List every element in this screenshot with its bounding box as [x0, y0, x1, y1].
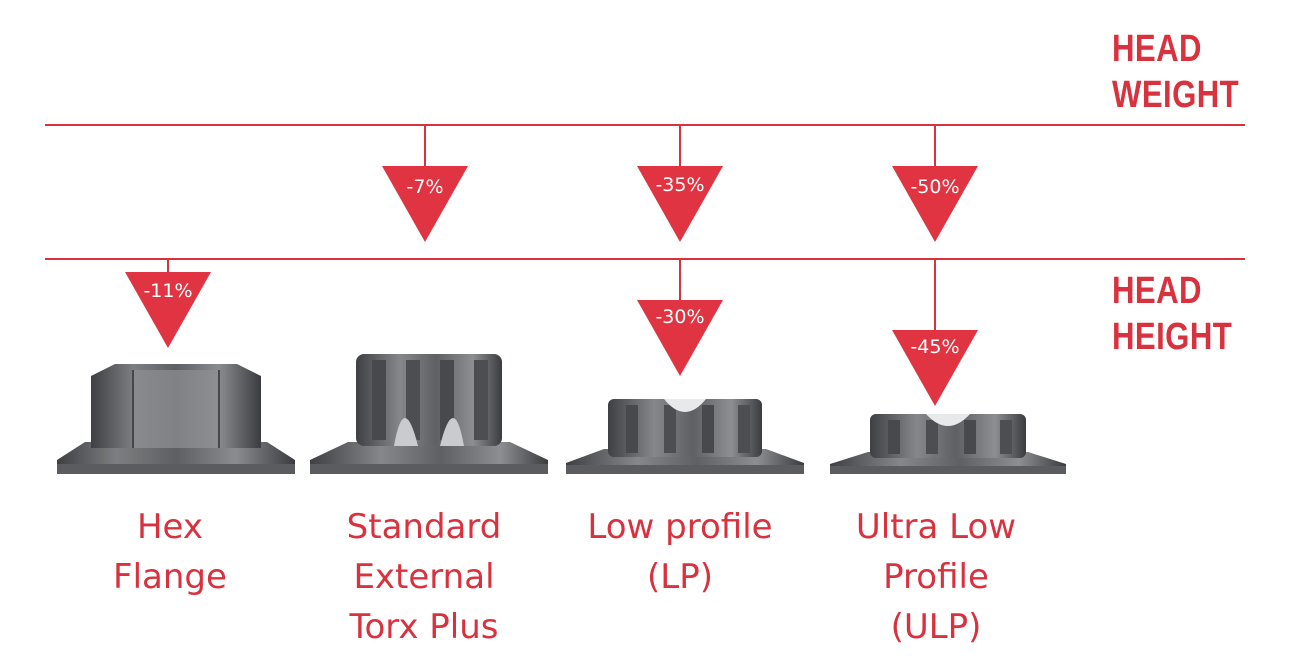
head-height-label: HEAD HEIGHT — [1112, 270, 1233, 358]
height-change-hex: -11% — [143, 280, 193, 302]
torx-plus-head-icon — [310, 354, 548, 474]
fastener-name-hex-flange: Hex Flange — [113, 507, 227, 597]
hex-flange-head-icon — [57, 364, 295, 474]
weight-connector-standard — [424, 125, 426, 167]
height-change-lp: -30% — [655, 306, 705, 328]
ultra-low-profile-head-icon — [830, 414, 1066, 474]
weight-change-standard: -7% — [406, 176, 444, 198]
height-connector-ulp — [934, 259, 936, 331]
weight-change-ulp: -50% — [910, 176, 960, 198]
height-connector-lp — [679, 259, 681, 301]
height-connector-hex — [167, 259, 169, 273]
head-weight-label: HEAD WEIGHT — [1112, 28, 1240, 116]
weight-change-lp: -35% — [655, 174, 705, 196]
weight-connector-ulp — [934, 125, 936, 167]
low-profile-head-icon — [566, 399, 804, 474]
head-weight-line — [45, 124, 1245, 126]
fastener-name-ultra-low-profile: Ultra Low Profile (ULP) — [855, 507, 1017, 647]
head-height-line — [45, 258, 1245, 260]
height-change-ulp: -45% — [910, 336, 960, 358]
fastener-name-standard-torx-plus: Standard External Torx Plus — [346, 507, 502, 647]
fastener-name-low-profile: Low profile (LP) — [587, 507, 773, 597]
weight-connector-lp — [679, 125, 681, 167]
